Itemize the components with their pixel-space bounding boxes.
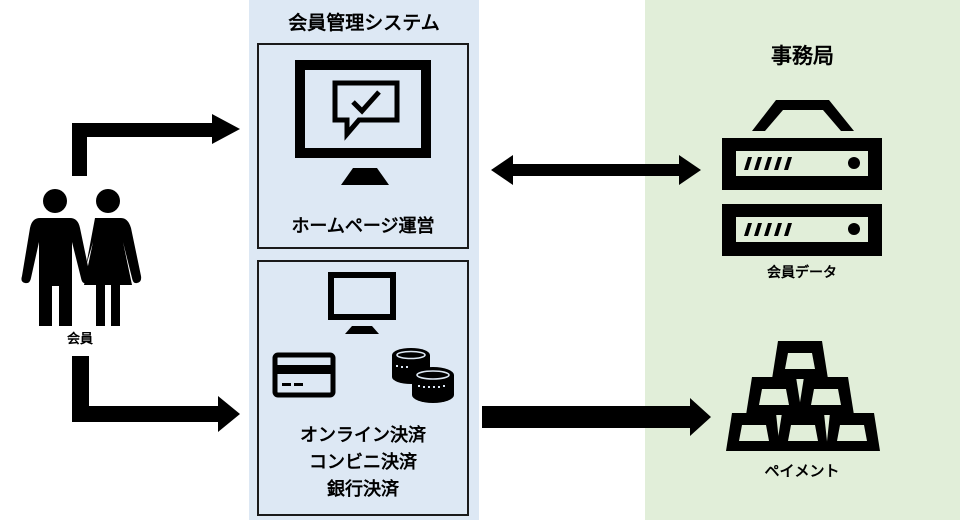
- office-title: 事務局: [771, 44, 834, 68]
- monitor-chat-check-icon: [295, 60, 431, 185]
- member-to-homepage-arrow: [72, 114, 240, 176]
- coins-icon: [392, 348, 454, 403]
- member-data-label: 会員データ: [767, 265, 837, 281]
- system-title: 会員管理システム: [288, 12, 440, 34]
- payment-method-bank: 銀行決済: [327, 479, 399, 500]
- credit-card-icon: [272, 352, 336, 398]
- gold-bars-icon: [726, 341, 880, 451]
- payment-methods-label: オンライン決済 コンビニ決済 銀行決済: [257, 422, 469, 503]
- monitor-icon: [328, 272, 396, 334]
- homepage-box: [257, 43, 469, 249]
- member-to-payment-arrow: [72, 356, 240, 432]
- payment-box: [257, 260, 469, 516]
- payment-arrow: [482, 398, 711, 436]
- server-icon: [722, 100, 882, 256]
- member-label: 会員: [66, 332, 93, 347]
- payment-label: ペイメント: [764, 462, 840, 480]
- homepage-label: ホームページ運営: [291, 216, 435, 237]
- payment-method-convenience-store: コンビニ決済: [309, 452, 417, 473]
- couple-icon: [21, 189, 142, 326]
- payment-method-online: オンライン決済: [300, 425, 426, 446]
- sync-double-arrow: [491, 155, 701, 185]
